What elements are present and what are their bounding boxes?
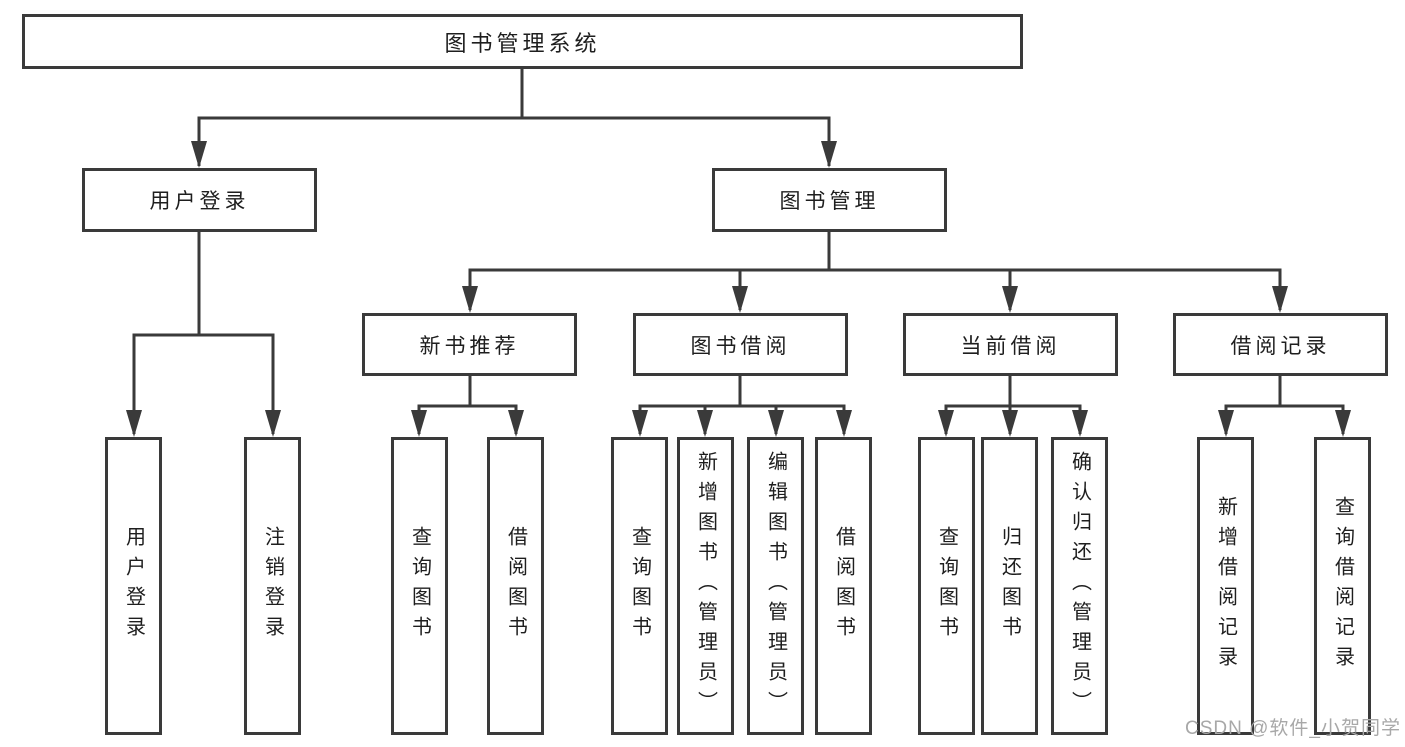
watermark: CSDN @软件_小贺同学 <box>1185 718 1401 739</box>
leaf-logout-login: 注销登录 <box>244 437 301 735</box>
leaf-return-book: 归还图书 <box>981 437 1038 735</box>
node-book-management-label: 图书管理 <box>779 190 880 213</box>
leaf-logout-login-label: 注销登录 <box>261 526 284 646</box>
leaf-add-borrow-record: 新增借阅记录 <box>1197 437 1254 735</box>
connector-new-book-rec-children <box>411 376 524 437</box>
leaf-user-login-label: 用户登录 <box>122 526 145 646</box>
node-borrow-records: 借阅记录 <box>1173 313 1388 376</box>
leaf-add-book-admin-label: 新增图书（管理员） <box>694 451 717 721</box>
node-borrow-records-label: 借阅记录 <box>1230 334 1331 358</box>
node-book-borrow-label: 图书借阅 <box>690 334 791 358</box>
connector-book-mgmt-children <box>462 232 1288 313</box>
connector-current-borrow-children <box>938 376 1088 437</box>
node-current-borrow-label: 当前借阅 <box>960 334 1061 358</box>
node-new-book-recommend-label: 新书推荐 <box>419 334 520 358</box>
leaf-borrow-book-newrec-label: 借阅图书 <box>504 526 527 646</box>
leaf-borrow-book-label: 借阅图书 <box>832 526 855 646</box>
leaf-edit-book-admin: 编辑图书（管理员） <box>747 437 804 735</box>
leaf-return-book-label: 归还图书 <box>998 526 1021 646</box>
leaf-query-borrow-record: 查询借阅记录 <box>1314 437 1371 735</box>
connector-user-login-children <box>126 232 281 437</box>
leaf-query-book-newrec-label: 查询图书 <box>408 526 431 646</box>
node-book-borrow: 图书借阅 <box>633 313 848 376</box>
leaf-query-book-borrow-label: 查询图书 <box>628 526 651 646</box>
leaf-confirm-return-admin-label: 确认归还（管理员） <box>1068 451 1091 721</box>
leaf-borrow-book-newrec: 借阅图书 <box>487 437 544 735</box>
connector-book-borrow-children <box>632 376 852 437</box>
leaf-user-login: 用户登录 <box>105 437 162 735</box>
leaf-query-book-borrow: 查询图书 <box>611 437 668 735</box>
connector-borrow-records-children <box>1218 376 1351 437</box>
node-current-borrow: 当前借阅 <box>903 313 1118 376</box>
node-root-label: 图书管理系统 <box>444 30 601 56</box>
node-user-login-label: 用户登录 <box>149 190 250 213</box>
node-user-login: 用户登录 <box>82 168 317 232</box>
leaf-borrow-book: 借阅图书 <box>815 437 872 735</box>
leaf-query-borrow-record-label: 查询借阅记录 <box>1331 496 1354 676</box>
leaf-edit-book-admin-label: 编辑图书（管理员） <box>764 451 787 721</box>
leaf-confirm-return-admin: 确认归还（管理员） <box>1051 437 1108 735</box>
node-book-management: 图书管理 <box>712 168 947 232</box>
node-new-book-recommend: 新书推荐 <box>362 313 577 376</box>
leaf-query-book-current: 查询图书 <box>918 437 975 735</box>
leaf-add-borrow-record-label: 新增借阅记录 <box>1214 496 1237 676</box>
connector-root-to-level2 <box>191 69 837 168</box>
leaf-query-book-current-label: 查询图书 <box>935 526 958 646</box>
leaf-add-book-admin: 新增图书（管理员） <box>677 437 734 735</box>
leaf-query-book-newrec: 查询图书 <box>391 437 448 735</box>
node-root: 图书管理系统 <box>22 14 1023 69</box>
